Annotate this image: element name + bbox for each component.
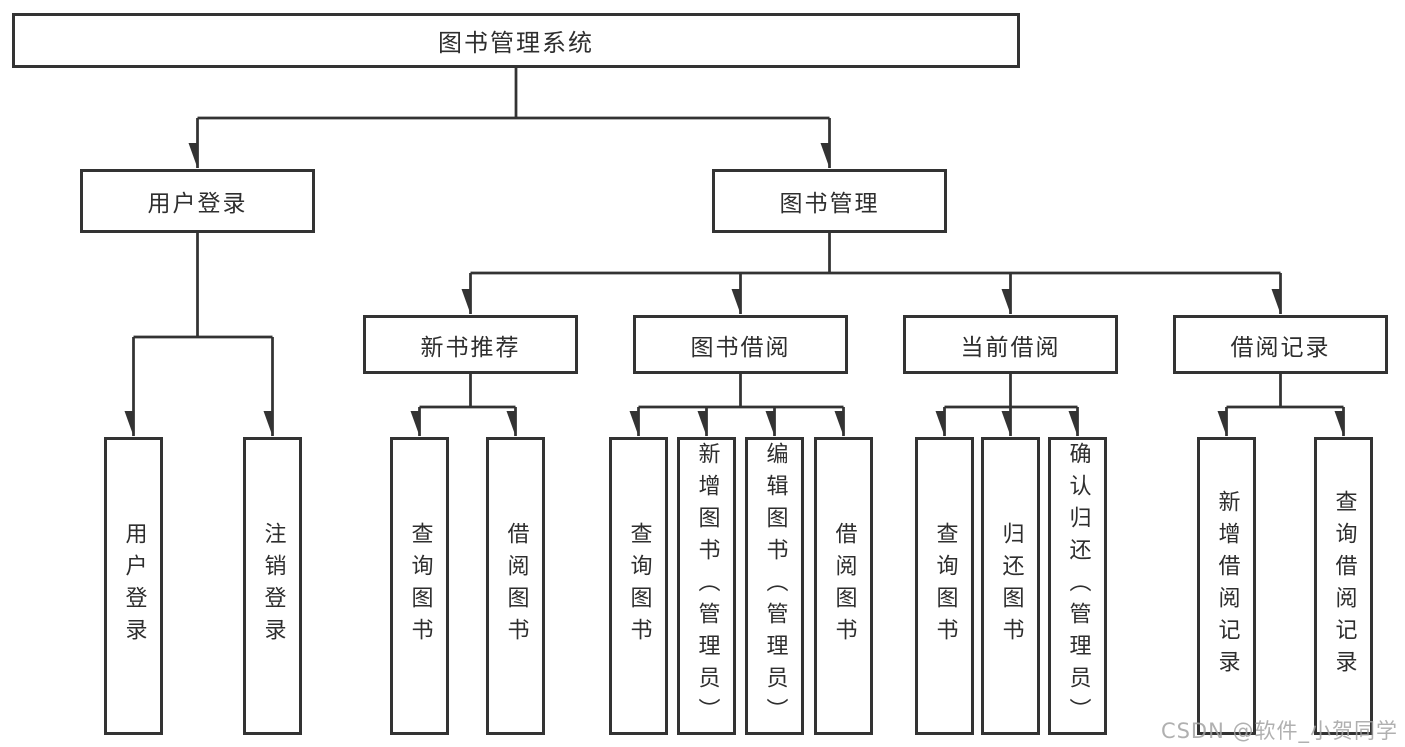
leaf-cb-query-books-label: 查询图书 (932, 522, 958, 650)
leaf-bb-edit-books-label: 编辑图书（管理员） (762, 442, 788, 730)
node-root: 图书管理系统 (12, 13, 1020, 68)
leaf-br-add-record-label: 新增借阅记录 (1214, 490, 1240, 682)
leaf-br-add-record: 新增借阅记录 (1197, 437, 1256, 735)
leaf-cb-confirm-return: 确认归还（管理员） (1048, 437, 1107, 735)
node-new-book-recommend-label: 新书推荐 (420, 334, 521, 361)
node-root-label: 图书管理系统 (438, 29, 594, 57)
node-current-borrow: 当前借阅 (903, 315, 1118, 374)
node-borrow-records: 借阅记录 (1173, 315, 1388, 374)
node-user-login-label: 用户登录 (147, 191, 248, 217)
leaf-cb-return-books-label: 归还图书 (998, 522, 1024, 650)
leaf-nb-query-books-label: 查询图书 (407, 522, 433, 650)
leaf-logout-label: 注销登录 (260, 522, 286, 650)
leaf-bb-add-books: 新增图书（管理员） (677, 437, 736, 735)
leaf-bb-query-books-label: 查询图书 (626, 522, 652, 650)
leaf-bb-borrow-books: 借阅图书 (814, 437, 873, 735)
watermark: CSDN @软件_小贺同学 (1160, 719, 1398, 743)
node-book-management: 图书管理 (712, 169, 947, 233)
leaf-user-login-label: 用户登录 (121, 522, 147, 650)
node-new-book-recommend: 新书推荐 (363, 315, 578, 374)
leaf-bb-add-books-label: 新增图书（管理员） (694, 442, 720, 730)
leaf-br-query-record: 查询借阅记录 (1314, 437, 1373, 735)
leaf-nb-borrow-books-label: 借阅图书 (503, 522, 529, 650)
node-book-borrow: 图书借阅 (633, 315, 848, 374)
leaf-logout: 注销登录 (243, 437, 302, 735)
leaf-nb-borrow-books: 借阅图书 (486, 437, 545, 735)
leaf-cb-return-books: 归还图书 (981, 437, 1040, 735)
leaf-br-query-record-label: 查询借阅记录 (1331, 490, 1357, 682)
node-user-login: 用户登录 (80, 169, 315, 233)
leaf-bb-query-books: 查询图书 (609, 437, 668, 735)
leaf-cb-query-books: 查询图书 (915, 437, 974, 735)
leaf-bb-edit-books: 编辑图书（管理员） (745, 437, 804, 735)
leaf-bb-borrow-books-label: 借阅图书 (831, 522, 857, 650)
node-book-borrow-label: 图书借阅 (690, 334, 791, 361)
leaf-nb-query-books: 查询图书 (390, 437, 449, 735)
node-current-borrow-label: 当前借阅 (960, 334, 1061, 361)
leaf-cb-confirm-return-label: 确认归还（管理员） (1065, 442, 1091, 730)
node-borrow-records-label: 借阅记录 (1230, 334, 1331, 361)
node-book-management-label: 图书管理 (779, 191, 880, 217)
leaf-user-login: 用户登录 (104, 437, 163, 735)
